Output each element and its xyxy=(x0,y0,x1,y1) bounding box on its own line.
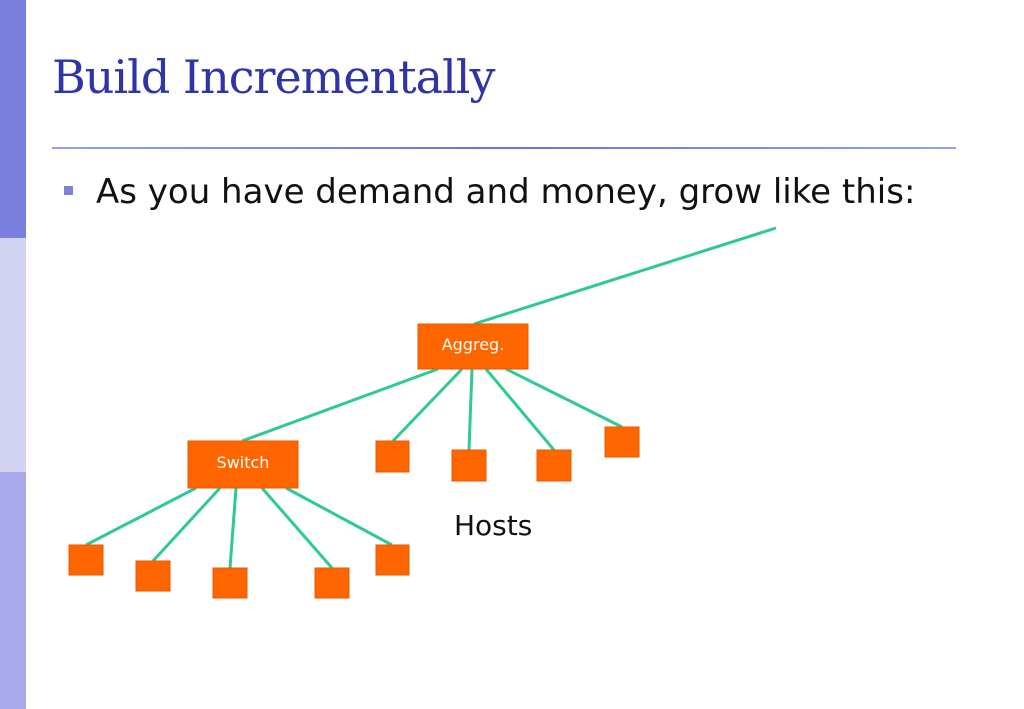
host-node xyxy=(375,440,410,473)
aggreg-node xyxy=(417,323,529,370)
host-node xyxy=(314,567,350,599)
bullet-square-icon xyxy=(64,186,73,195)
title-divider xyxy=(52,147,956,149)
host-node xyxy=(68,544,104,576)
link-aggreg-host-d xyxy=(505,367,623,429)
host-node xyxy=(536,449,572,482)
host-node xyxy=(604,426,640,458)
aggreg-label: Aggreg. xyxy=(442,335,505,354)
slide-title: Build Incrementally xyxy=(52,50,495,104)
switch-label: Switch xyxy=(217,453,270,472)
link-switch-host-1 xyxy=(85,486,197,547)
side-accent-bar-top xyxy=(0,0,26,238)
link-aggreg-switch xyxy=(241,367,439,443)
link-switch-host-5 xyxy=(285,486,393,547)
link-switch-host-4 xyxy=(260,487,334,569)
link-aggreg-host-b xyxy=(467,368,474,451)
side-accent-bar-middle xyxy=(0,238,26,472)
switch-node xyxy=(187,440,299,489)
links xyxy=(85,226,777,569)
host-node xyxy=(212,567,248,599)
hosts-label: Hosts xyxy=(454,509,532,542)
bullet-text: As you have demand and money, grow like … xyxy=(96,172,916,212)
link-switch-host-2 xyxy=(151,486,222,563)
link-aggreg-host-a xyxy=(391,367,464,443)
side-accent-bar-bottom xyxy=(0,472,26,709)
link-switch-host-3 xyxy=(228,487,238,569)
host-node xyxy=(451,449,487,482)
host-node xyxy=(135,560,171,592)
link-uplink xyxy=(473,226,777,326)
host-node xyxy=(375,544,410,576)
link-aggreg-host-c xyxy=(484,368,556,451)
